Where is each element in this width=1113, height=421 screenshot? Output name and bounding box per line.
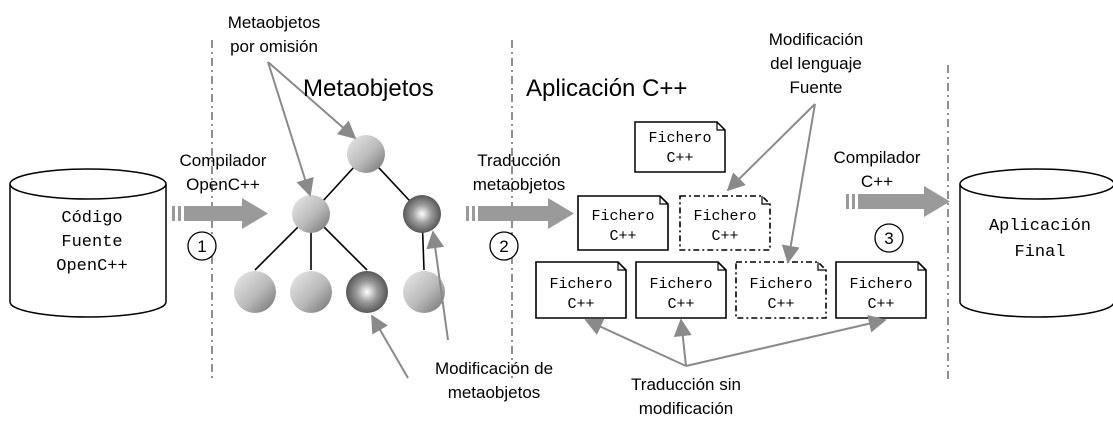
process-arrow-2 [466,198,574,229]
final-cylinder: Aplicación Final [959,168,1113,318]
process-arrow-1 [172,198,268,229]
label-compilador-c-1: Compilador [834,148,921,167]
label-traduccion-meta-2: metaobjetos [473,175,566,194]
file-bottom-1-name: Fichero [549,276,612,293]
metaobject-default-left [292,195,330,233]
file-top-name: Fichero [648,130,711,147]
metaobject-modified-right [403,195,441,233]
label-compilador-c-2: C++ [861,172,893,191]
source-cylinder-line-3: OpenC++ [56,257,127,276]
metaobject-leaf-4 [403,271,445,313]
callout-arrows-translation [584,314,887,367]
label-metaobjetos-title: Metaobjetos [303,75,434,102]
metaobject-leaf-modified [346,271,388,313]
label-modificacion-lenguaje-1: Modificación [769,30,864,49]
label-metaobjetos-omision-1: Metaobjetos [228,13,321,32]
metaobject-leaf-1 [234,271,276,313]
callout-arrow-mod-meta [371,230,449,379]
callout-arrows-lang [726,103,816,264]
file-bottom-4-name: Fichero [849,276,912,293]
metaobject-root [347,135,385,173]
file-mid-left-name: Fichero [591,208,654,225]
label-traduccion-meta-1: Traducción [477,151,560,170]
label-modificacion-meta-2: metaobjetos [448,383,541,402]
file-mid-modified: Fichero C++ [679,195,771,251]
label-compilador-openc-2: OpenC++ [186,175,260,194]
file-bottom-4: Fichero C++ [835,261,927,319]
file-bottom-2-name: Fichero [649,276,712,293]
final-cylinder-line-1: Aplicación [989,217,1091,236]
file-bottom-modified: Fichero C++ [735,261,827,319]
step-circle-2: 2 [489,231,519,261]
file-mid-left: Fichero C++ [577,195,669,251]
step-number-2: 2 [499,237,508,256]
file-bottom-2: Fichero C++ [635,261,727,319]
step-number-3: 3 [884,229,893,248]
label-aplicacion-title: Aplicación C++ [526,75,687,102]
step-circle-1: 1 [187,231,217,261]
file-mid-modified-name: Fichero [693,208,756,225]
label-traduccion-sin-2: modificación [639,399,734,418]
file-bottom-1-type: C++ [567,296,594,313]
file-bottom-modified-type: C++ [767,296,794,313]
label-modificacion-lenguaje-3: Fuente [790,78,843,97]
step-circle-3: 3 [874,223,904,253]
label-compilador-openc-1: Compilador [180,151,267,170]
source-cylinder: Código Fuente OpenC++ [9,168,167,318]
file-bottom-2-type: C++ [667,296,694,313]
source-cylinder-line-2: Fuente [61,233,122,252]
file-bottom-modified-name: Fichero [749,276,812,293]
file-bottom-4-type: C++ [867,296,894,313]
source-cylinder-line-1: Código [61,209,122,228]
callout-arrows-default [267,61,357,197]
final-cylinder-line-2: Final [1014,243,1065,262]
file-mid-modified-type: C++ [711,228,738,245]
step-number-1: 1 [197,237,206,256]
label-modificacion-meta-1: Modificación de [435,359,553,378]
label-metaobjetos-omision-2: por omisión [230,37,318,56]
file-bottom-1: Fichero C++ [535,261,627,319]
label-traduccion-sin-1: Traducción sin [631,375,741,394]
label-modificacion-lenguaje-2: del lenguaje [770,54,862,73]
file-top: Fichero C++ [634,121,726,173]
tree-edges [254,153,425,271]
process-arrow-3 [846,186,950,217]
file-mid-left-type: C++ [609,228,636,245]
metaobject-leaf-2 [290,271,332,313]
file-top-type: C++ [666,150,693,167]
